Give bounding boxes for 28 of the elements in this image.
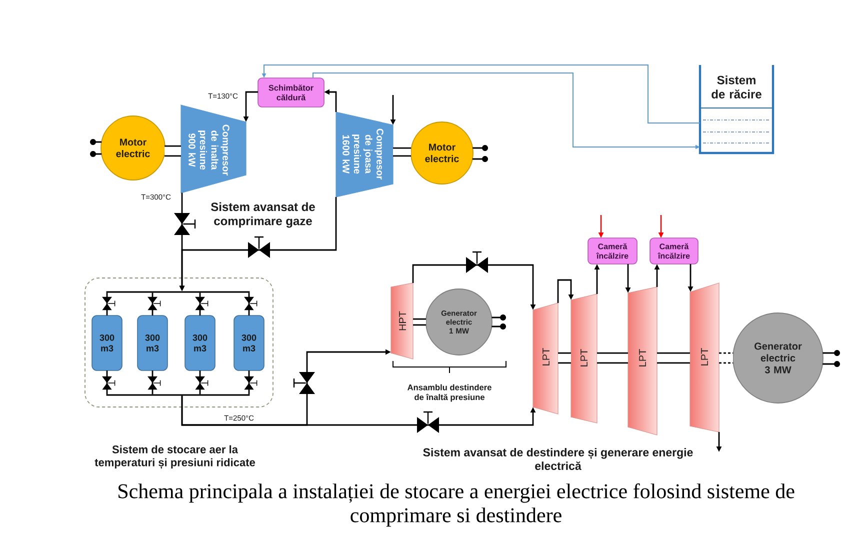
arrow [557,279,574,303]
heating-chamber-box: Cameră încălzire [588,238,638,264]
group-caption: Sistem de stocare aer la temperaturi și presiuni ridicate [94,445,255,469]
turbine-trapezoid: LPT [570,294,598,424]
heat-exchanger-box: Schimbător căldură [258,78,324,108]
turbine-trapezoid: HPT [390,282,414,360]
assembly-label: Ansamblu destindere de înaltă presiune [408,384,492,402]
shaft-line [657,352,690,364]
heating-chamber-box: Cameră încălzire [650,238,698,264]
compressor-trapezoid: Compresor de inalta presiune 900 kW [180,104,246,194]
shaft-line [558,352,571,364]
turbine-trapezoid: LPT [690,282,720,432]
section-heading: Sistem avansat de destindere și generare energie electrică [423,448,693,470]
compressor-trapezoid: Compresor de joasa presiune 1600 kW [336,112,394,198]
tank: 300 m3 [234,315,264,371]
section-heading: Sistem avansat de comprimare gaze [211,202,315,228]
tank: 300 m3 [137,315,168,371]
turbine-trapezoid: LPT [532,302,558,414]
shaft-line [413,318,426,326]
shaft-line [393,147,411,157]
cooling-tank: Sistem de răcire [698,65,774,154]
shaft-line [719,352,733,364]
tank: 300 m3 [92,315,122,371]
tank: 300 m3 [184,315,216,371]
shaft-line [164,145,181,157]
shaft-line [597,352,628,364]
caption: Schema principala a instalației de stocare a energiei electrice folosind sisteme de comprimare si destindere [118,483,794,527]
turbine-trapezoid: LPT [628,286,658,436]
